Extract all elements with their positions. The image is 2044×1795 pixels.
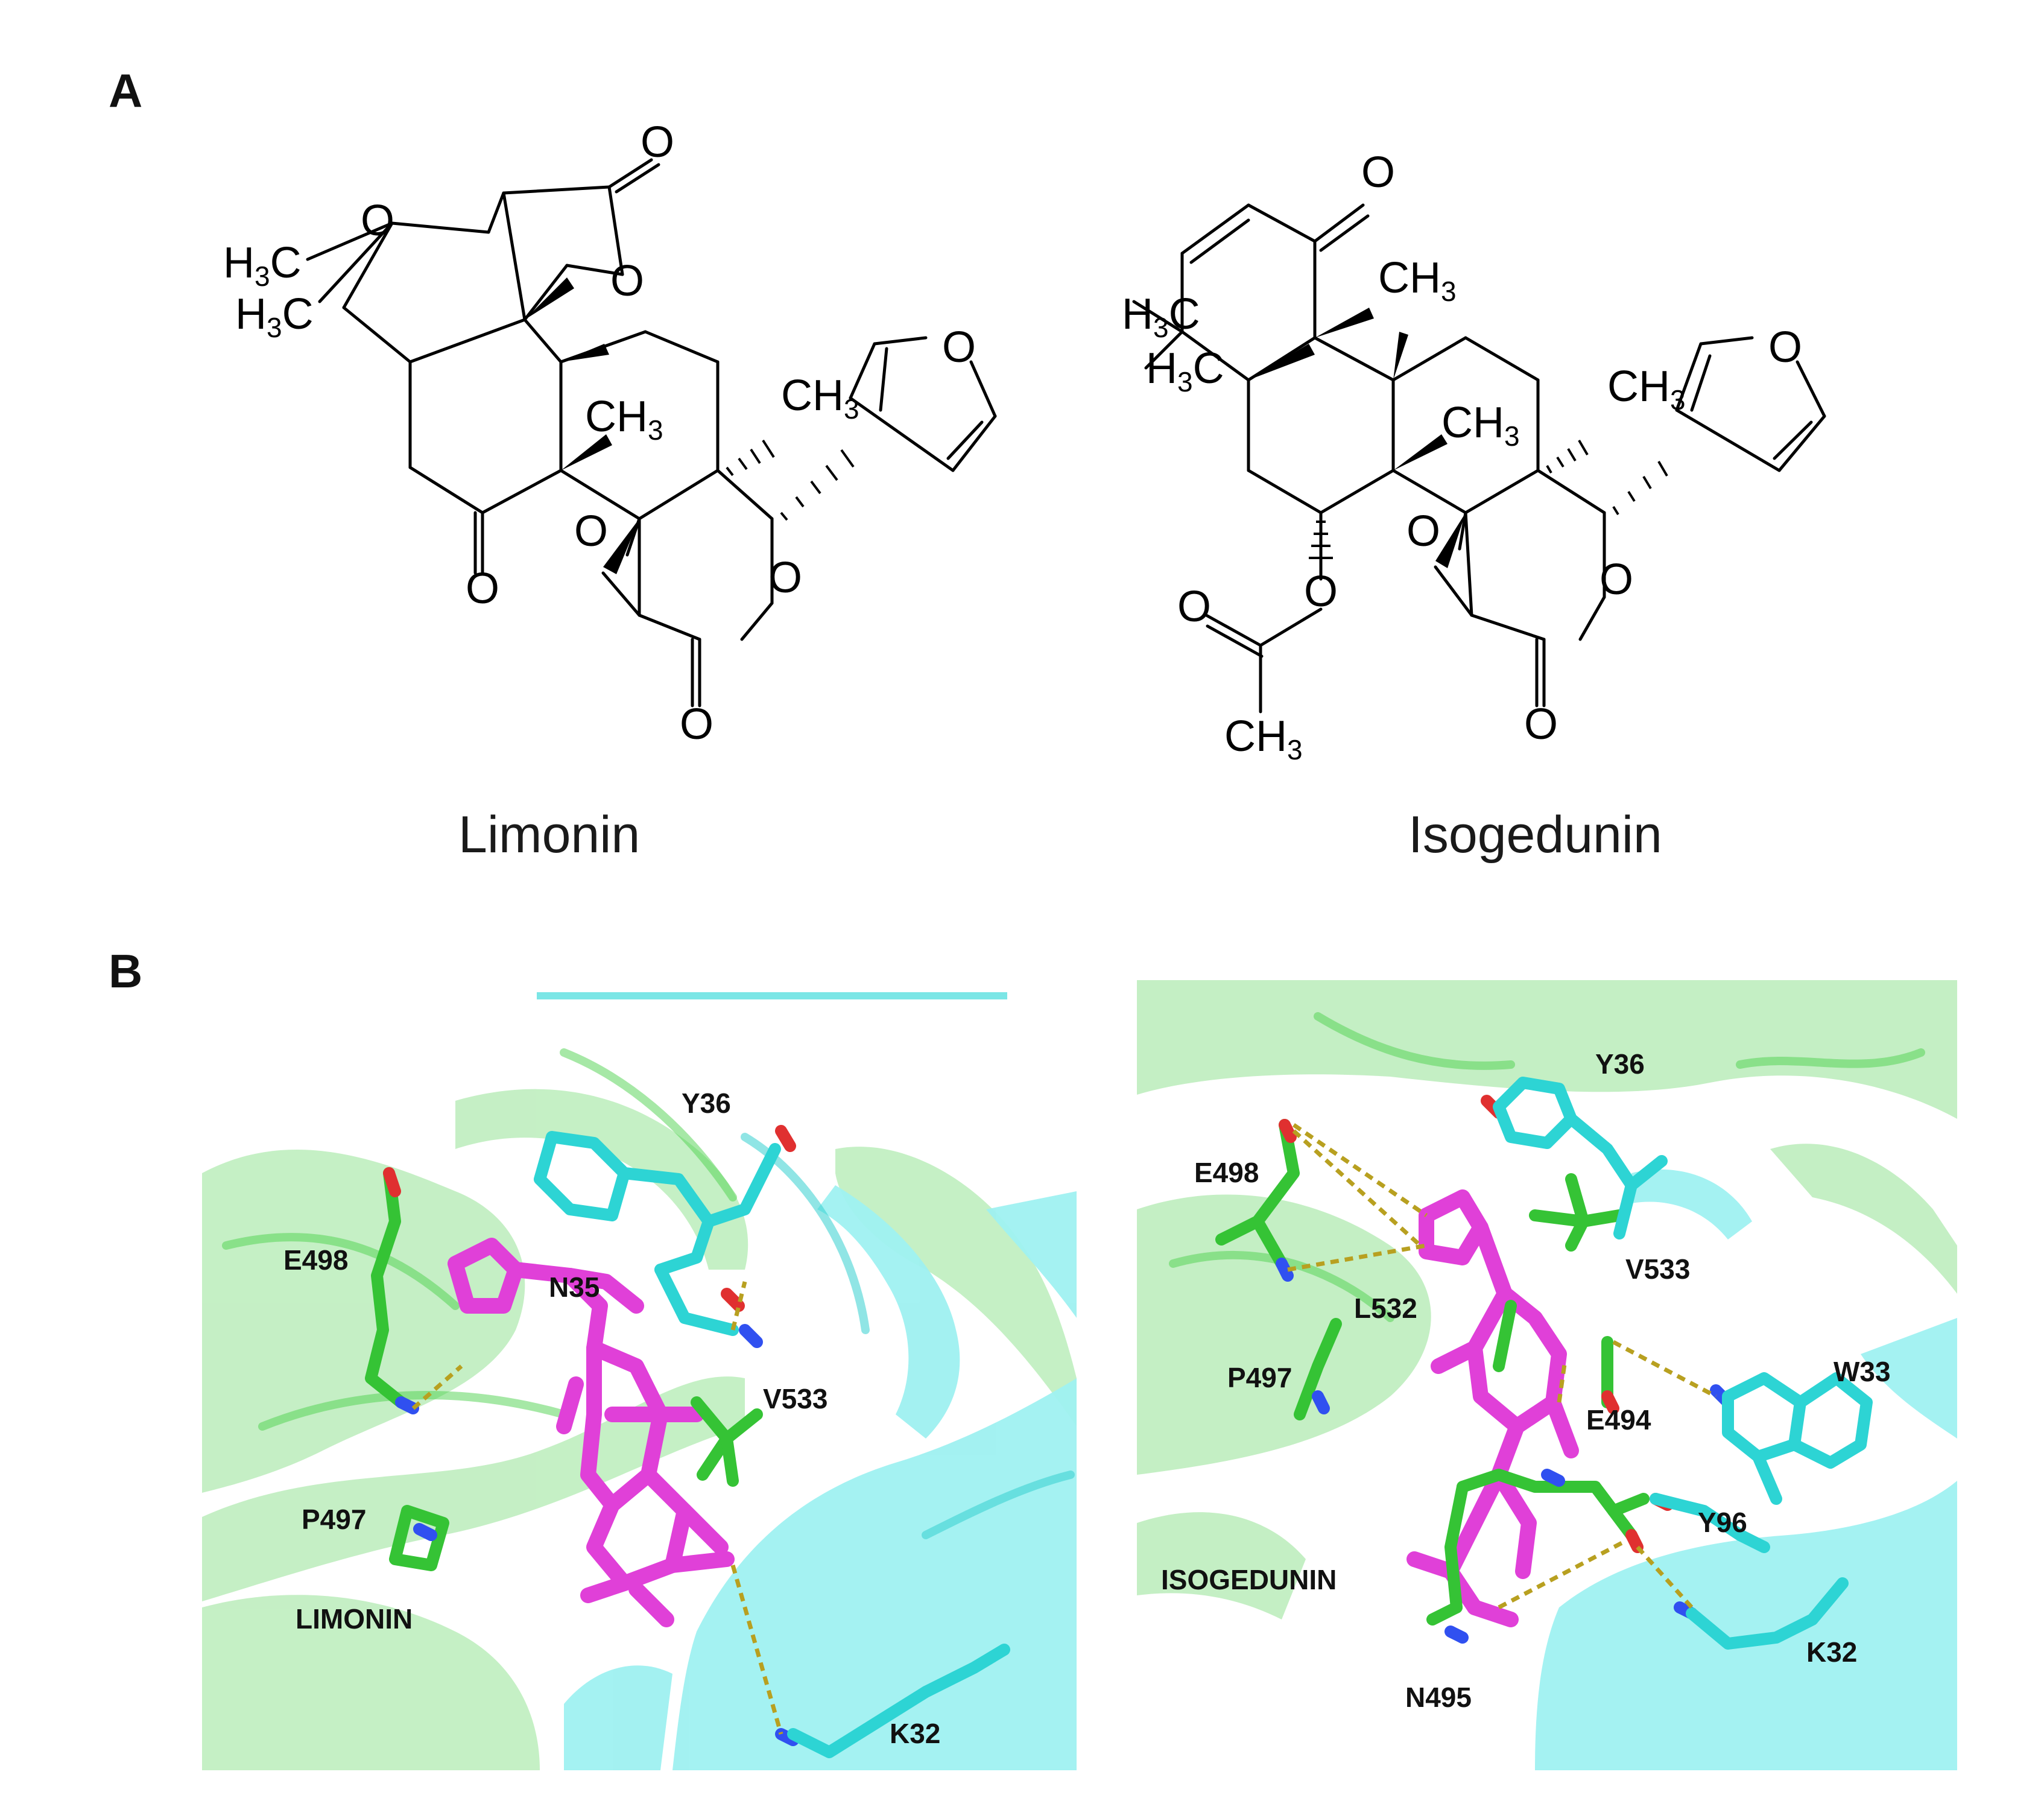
left-label-y36: Y36	[682, 1087, 731, 1119]
isogedunin-docking-image: Y36 E498 V533 L532 W33 P497 E494 Y96 K32…	[1137, 980, 1957, 1770]
limonin-ch3-2: CH3	[781, 372, 859, 425]
left-label-n35: N35	[549, 1271, 600, 1303]
isogedunin-o6: O	[1524, 700, 1558, 749]
left-label-k32: K32	[890, 1718, 940, 1749]
limonin-h3c-2: H3C	[235, 290, 314, 343]
limonin-o6: O	[768, 554, 802, 602]
right-label-e498: E498	[1194, 1157, 1259, 1188]
limonin-structure: O O O O O O O O H3C H3C CH3 CH3	[223, 118, 997, 749]
right-label-l532: L532	[1354, 1293, 1417, 1324]
right-label-v533: V533	[1625, 1253, 1690, 1285]
limonin-h3c-1: H3C	[223, 239, 302, 292]
right-label-w33: W33	[1834, 1356, 1891, 1387]
isogedunin-ch3-2: CH3	[1441, 399, 1520, 452]
right-label-y96: Y96	[1698, 1507, 1747, 1538]
isogedunin-ch3-3: CH3	[1607, 362, 1686, 416]
isogedunin-o4: O	[1406, 507, 1440, 556]
isogedunin-o3: O	[1177, 583, 1211, 631]
isogedunin-ch3-4: CH3	[1224, 712, 1303, 765]
right-label-y36: Y36	[1595, 1048, 1645, 1080]
left-label-limonin: LIMONIN	[296, 1603, 413, 1635]
limonin-o5: O	[574, 507, 608, 556]
isogedunin-o1: O	[1361, 148, 1395, 197]
limonin-furan-o: O	[942, 323, 976, 372]
right-label-e494: E494	[1586, 1404, 1651, 1436]
right-label-n495: N495	[1405, 1682, 1472, 1713]
right-label-p497: P497	[1227, 1362, 1292, 1393]
limonin-docking-image: Y36 E498 N35 V533 P497 K32 LIMONIN	[202, 992, 1077, 1770]
limonin-o1: O	[361, 197, 394, 245]
left-label-p497: P497	[302, 1504, 366, 1535]
limonin-name: Limonin	[458, 806, 641, 864]
limonin-ch3-1: CH3	[585, 393, 663, 446]
isogedunin-o2: O	[1304, 568, 1338, 616]
isogedunin-furan-o: O	[1768, 323, 1802, 372]
limonin-o7: O	[680, 700, 714, 749]
right-label-isogedunin: ISOGEDUNIN	[1161, 1564, 1337, 1595]
isogedunin-ch3-1: CH3	[1378, 254, 1457, 307]
left-label-v533: V533	[763, 1383, 827, 1414]
limonin-o4: O	[466, 565, 499, 613]
right-label-k32: K32	[1806, 1636, 1857, 1668]
isogedunin-h3c-2: H3C	[1146, 344, 1224, 397]
isogedunin-name: Isogedunin	[1408, 806, 1662, 864]
left-label-e498: E498	[283, 1244, 348, 1276]
isogedunin-o5: O	[1599, 556, 1633, 604]
isogedunin-h3c-1: H3C	[1122, 290, 1200, 343]
panel-label-a: A	[109, 64, 143, 117]
panel-label-b: B	[109, 945, 143, 998]
isogedunin-structure: O O O O O O O CH3 CH3 CH3 CH3 H3C H3C	[1122, 148, 1826, 765]
limonin-o3: O	[610, 257, 644, 305]
limonin-o2: O	[641, 118, 674, 166]
